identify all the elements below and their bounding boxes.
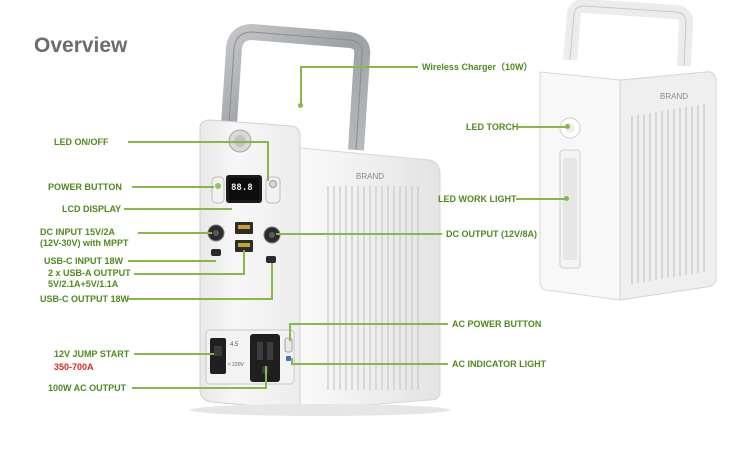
callout-led-on-off: LED ON/OFF [54, 137, 109, 147]
leader-line [292, 363, 448, 365]
leader-line [291, 358, 293, 365]
leader-line [516, 198, 566, 200]
leader-line [290, 323, 448, 325]
leader-line [128, 141, 268, 143]
callout-ac-indicator-light: AC INDICATOR LIGHT [452, 359, 547, 369]
leader-line [124, 208, 232, 210]
leader-dot [298, 103, 303, 108]
page-title: Overview [34, 34, 128, 57]
callout-lcd-display: LCD DISPLAY [62, 204, 122, 214]
leader-line [517, 126, 567, 128]
leader-line [134, 353, 214, 355]
leader-line [128, 260, 216, 262]
leader-dot [565, 124, 570, 129]
callout-dc-output: DC OUTPUT (12V/8A) [446, 229, 538, 239]
ac-rating-text: 4.5 [230, 342, 239, 348]
callout-ac-output: 100W AC OUTPUT [48, 383, 127, 393]
leader-line [138, 232, 212, 234]
callout-jump-start-line2: 350-700A [54, 362, 94, 372]
callout-usbc-input: USB-C INPUT 18W [44, 256, 124, 266]
brand-label-rear: BRAND [660, 92, 689, 101]
callout-led-torch: LED TORCH [466, 122, 519, 132]
leader-line [134, 273, 244, 275]
side-vents [327, 186, 419, 390]
callout-jump-start-line1: 12V JUMP START [54, 349, 130, 359]
main-unit [190, 24, 450, 416]
leader-dot [564, 196, 569, 201]
callout-dc-input-line2: (12V-30V) with MPPT [40, 238, 129, 248]
leader-line [300, 66, 302, 106]
rear-vents [631, 104, 705, 284]
leader-line [243, 250, 245, 275]
leader-line [271, 263, 273, 300]
callout-power-button: POWER BUTTON [48, 182, 122, 192]
leader-line [300, 66, 418, 68]
callout-usba-output-line2: 5V/2.1A+5V/1.1A [48, 279, 119, 289]
leader-line [265, 366, 267, 389]
rear-unit [539, 0, 717, 301]
callout-wireless-charger: Wireless Charger（10W） [422, 62, 533, 72]
ac-voltage-text: ≈ 220V [228, 362, 244, 368]
leader-line [128, 298, 272, 300]
leader-line [267, 141, 269, 181]
callout-dc-input-line1: DC INPUT 15V/2A [40, 227, 116, 237]
leader-line [289, 323, 291, 341]
leader-line [276, 233, 442, 235]
brand-label-front: BRAND [356, 172, 385, 181]
callout-ac-power-button: AC POWER BUTTON [452, 319, 542, 329]
lcd-digits: 88.8 [231, 183, 253, 193]
callout-led-work-light: LED WORK LIGHT [438, 194, 517, 204]
callout-usba-output-line1: 2 x USB-A OUTPUT [48, 268, 131, 278]
leader-line [132, 186, 214, 188]
callout-usbc-output: USB-C OUTPUT 18W [40, 294, 130, 304]
leader-line [132, 387, 266, 389]
